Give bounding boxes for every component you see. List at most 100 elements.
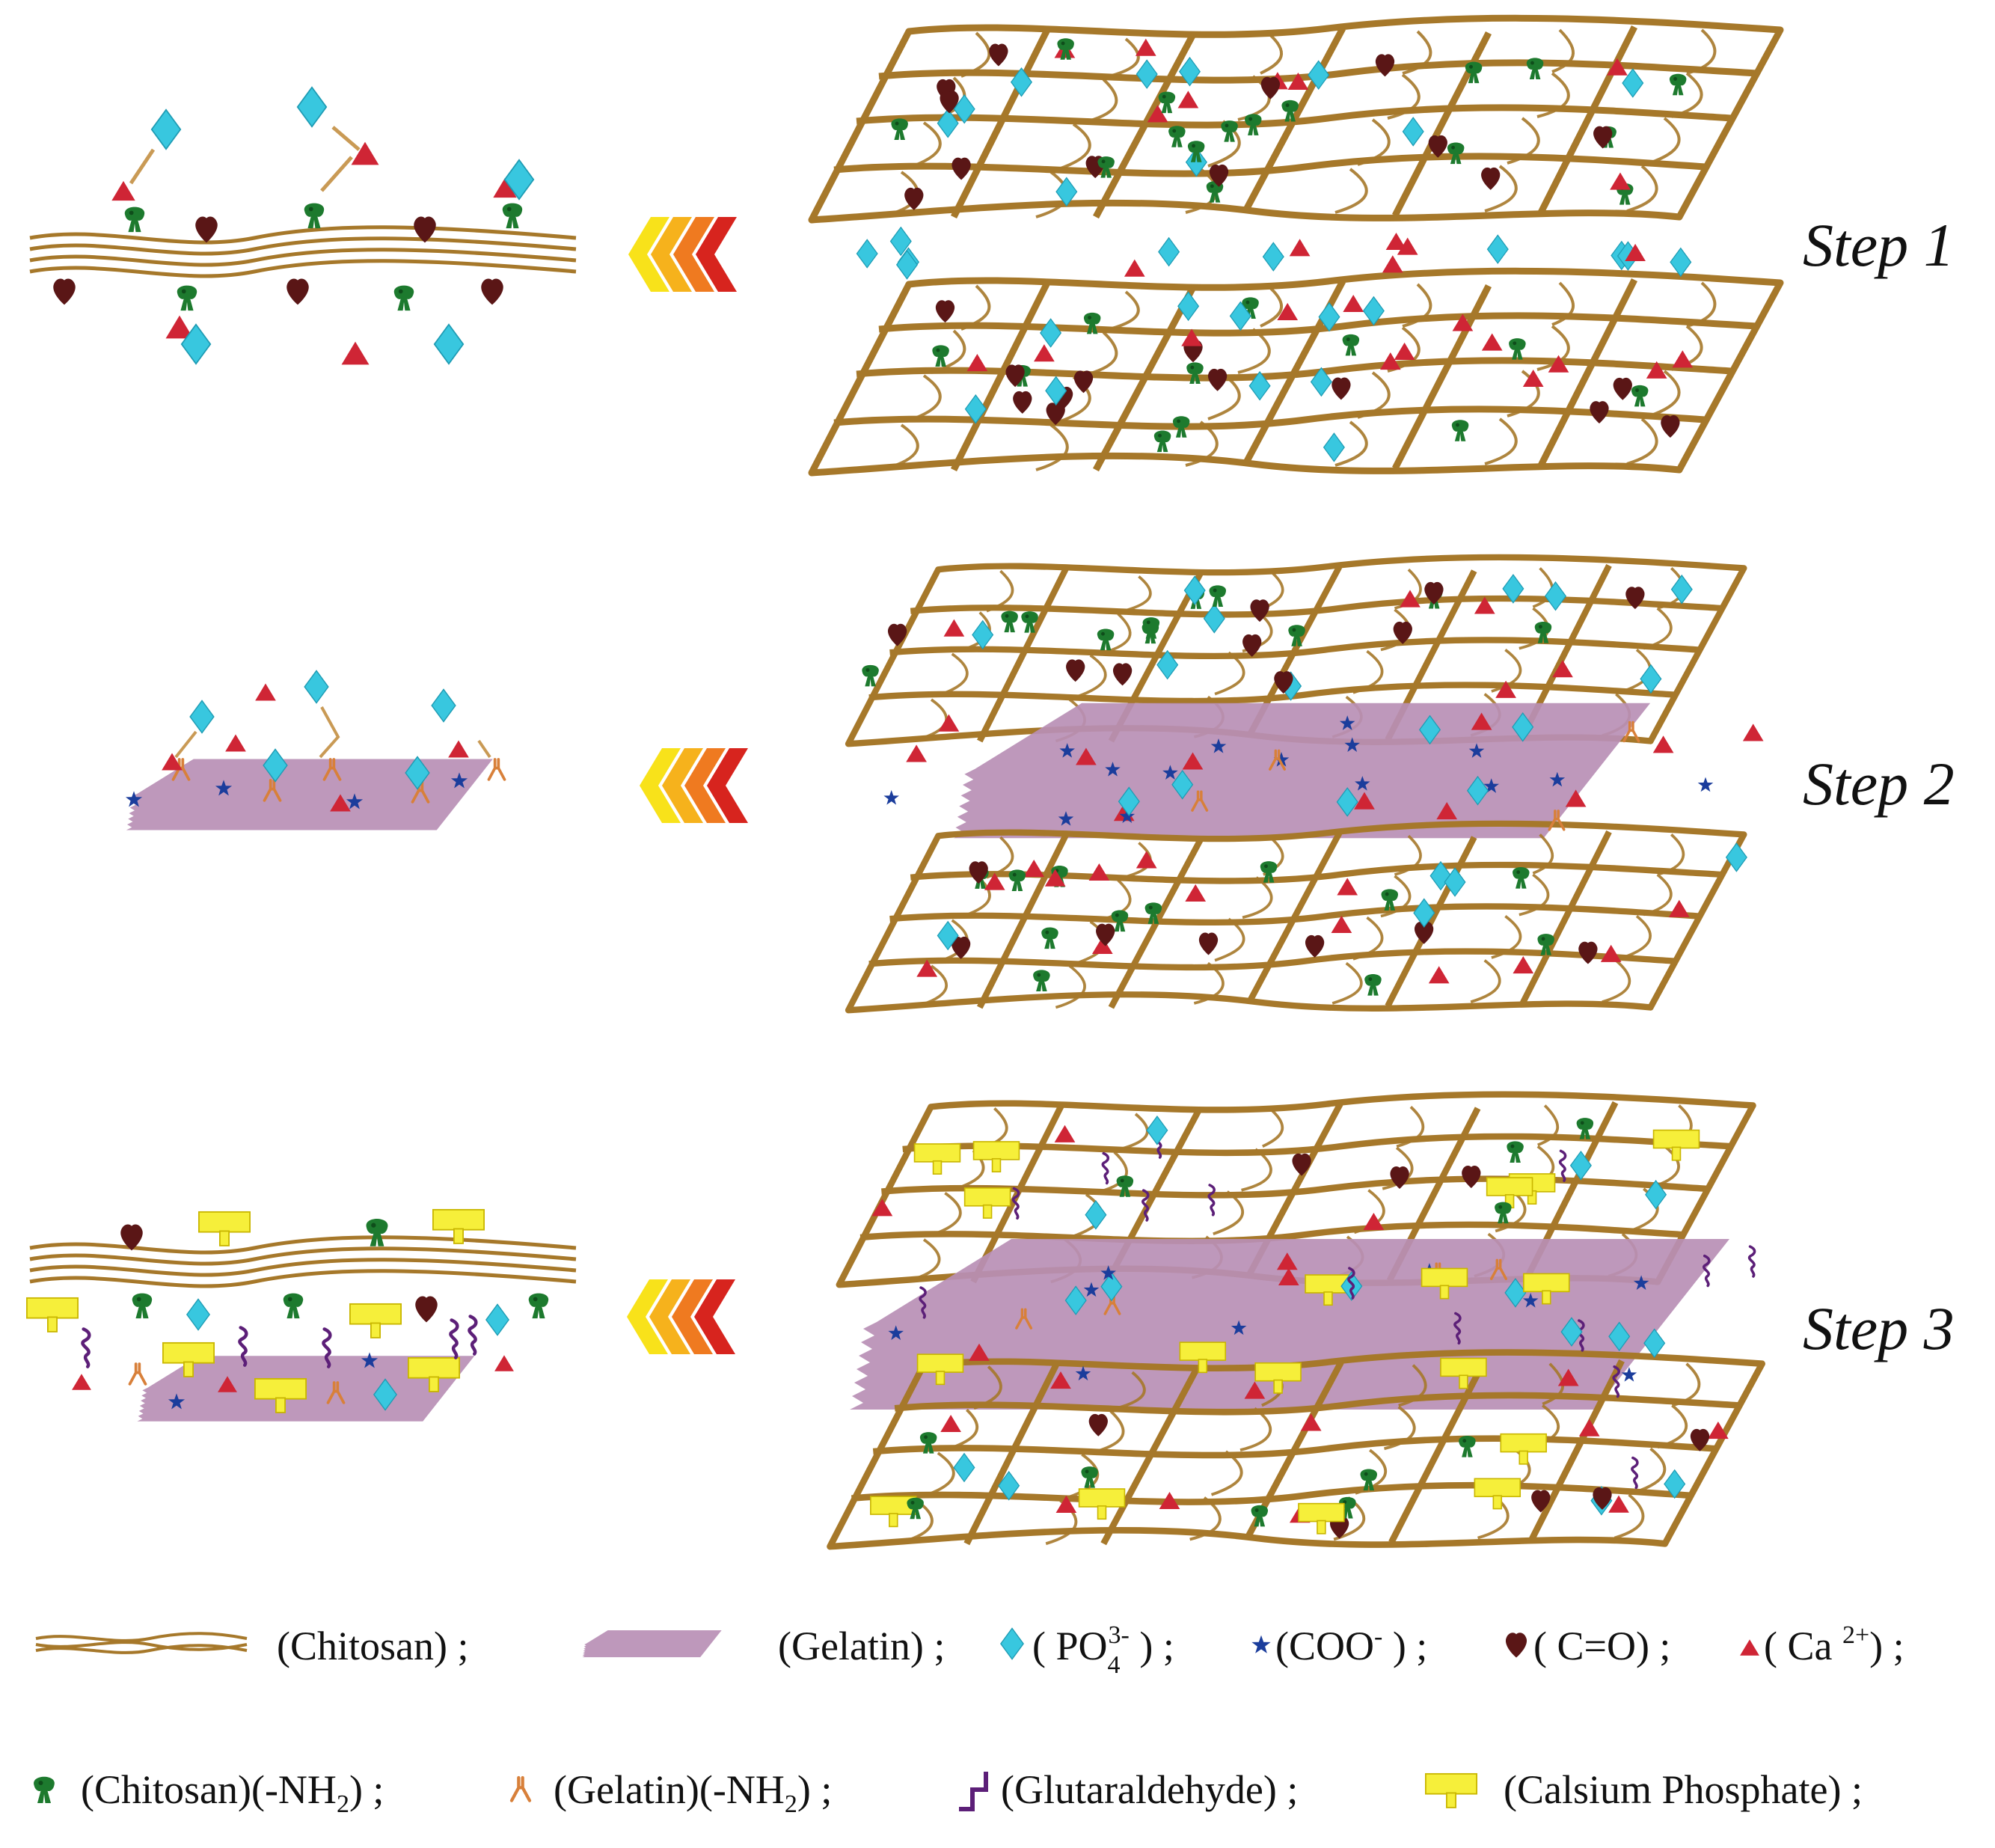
- drop-marker: [951, 157, 971, 180]
- crosslinked-complex-step3-left: [25, 1208, 577, 1422]
- triangle-marker: [1481, 333, 1503, 351]
- triangle-marker: [1034, 344, 1055, 362]
- reverse-arrow-2: [640, 748, 748, 823]
- glutaraldehyde-icon: [959, 1772, 988, 1811]
- triangle-marker: [1289, 239, 1311, 257]
- amine-marker: [1526, 58, 1544, 79]
- diamond-marker: [1670, 575, 1693, 605]
- triangle-marker: [1610, 172, 1631, 190]
- calcium-phosphate-icon: [1424, 1772, 1478, 1808]
- drop-marker: [969, 861, 988, 884]
- amine-marker: [1158, 91, 1176, 114]
- amine-marker: [1513, 867, 1530, 889]
- star-marker: [1697, 777, 1714, 792]
- triangle-marker: [1394, 342, 1415, 360]
- amine-marker: [1669, 73, 1687, 96]
- drop-marker: [1481, 167, 1501, 190]
- amine-marker: [1008, 869, 1026, 891]
- drop-marker: [1073, 370, 1094, 394]
- calcium-triangle-icon: [1740, 1639, 1759, 1656]
- diamond-marker: [1085, 1200, 1107, 1230]
- legend-carboxylate-label: (COO- ) ;: [1275, 1623, 1427, 1668]
- legend: (Chitosan) ; (Gelatin) ; ( PO43- ) ; (CO…: [34, 1621, 1904, 1818]
- chitosan-mesh-step2-bottom: [848, 824, 1744, 1010]
- drop-marker: [1088, 1413, 1108, 1437]
- triangle-marker: [1124, 259, 1145, 277]
- amine-marker: [1001, 611, 1018, 633]
- gelatin-sheet-step2-left: [125, 670, 506, 830]
- amine-marker: [1033, 970, 1050, 991]
- triangle-marker: [1742, 723, 1764, 741]
- amine-marker: [1447, 142, 1465, 165]
- amine-marker: [1451, 420, 1469, 441]
- drop-marker: [1207, 368, 1228, 391]
- amine-marker: [1209, 585, 1227, 607]
- legend-phosphate-label: ( PO43- ) ;: [1032, 1621, 1174, 1679]
- diamond-marker: [1486, 234, 1509, 264]
- glut-marker: [1101, 1151, 1110, 1185]
- drop-marker: [1331, 377, 1351, 400]
- diamond-marker: [1158, 237, 1180, 266]
- cap-marker: [972, 1141, 1020, 1172]
- triangle-marker: [1652, 735, 1674, 753]
- glut-marker: [1747, 1245, 1756, 1278]
- amine-marker: [1459, 1436, 1476, 1457]
- amine-marker: [1097, 628, 1115, 651]
- triangle-marker: [1135, 38, 1156, 56]
- diamond-marker: [1146, 1116, 1168, 1145]
- triangle-marker: [1363, 1212, 1385, 1231]
- diamond-marker: [1402, 117, 1424, 147]
- diamond-marker: [1203, 604, 1225, 634]
- legend-gelatin-label: (Gelatin) ;: [778, 1624, 945, 1668]
- triangle-marker: [1177, 91, 1199, 108]
- triangle-marker: [871, 1199, 893, 1217]
- gelatin-sheet-step2-right: [954, 703, 1651, 839]
- triangle-marker: [940, 1414, 961, 1433]
- drop-marker: [1260, 76, 1281, 100]
- diamond-marker: [896, 250, 918, 280]
- step-3-label: Step 3: [1803, 1294, 1955, 1362]
- chitosan-mesh-step1-bottom: [812, 271, 1780, 473]
- drop-marker: [1375, 54, 1395, 77]
- cap-marker: [1474, 1478, 1521, 1510]
- triangle-marker: [1185, 884, 1207, 902]
- triangle-marker: [1337, 878, 1358, 896]
- reverse-arrow-1: [628, 217, 737, 292]
- amine-marker: [1172, 416, 1190, 438]
- step-1-label: Step 1: [1803, 211, 1955, 279]
- gelatin-amine-icon: [512, 1778, 530, 1801]
- amine-marker: [1342, 334, 1360, 356]
- triangle-marker: [1088, 863, 1110, 881]
- amine-marker: [1041, 927, 1058, 949]
- amine-marker: [1245, 114, 1262, 135]
- drop-marker: [1661, 415, 1680, 438]
- diamond-marker: [937, 108, 959, 138]
- diamond-marker: [953, 1453, 975, 1482]
- glut-marker: [1207, 1184, 1216, 1217]
- chitosan-chain-step1: [29, 86, 577, 365]
- amine-marker: [1221, 120, 1238, 142]
- triangle-marker: [906, 744, 927, 762]
- legend-calcium-label: ( Ca 2+) ;: [1764, 1621, 1904, 1668]
- drop-marker: [1096, 923, 1115, 946]
- amine-marker: [1364, 974, 1382, 996]
- carbonyl-drop-icon: [1505, 1633, 1527, 1658]
- cap-marker: [963, 1187, 1011, 1219]
- drop-marker: [1613, 377, 1632, 400]
- triangle-marker: [1331, 915, 1352, 933]
- triangle-marker: [1382, 255, 1403, 273]
- chitosan-amine-icon: [34, 1776, 55, 1803]
- legend-chitosan-label: (Chitosan) ;: [277, 1624, 468, 1668]
- drop-marker: [1066, 659, 1085, 682]
- drop-marker: [1013, 391, 1032, 414]
- carboxylate-star-icon: [1251, 1635, 1271, 1653]
- triangle-marker: [1054, 1125, 1076, 1142]
- chitosan-fiber-icon: [35, 1632, 248, 1654]
- drop-marker: [1112, 663, 1133, 686]
- diamond-marker: [856, 239, 878, 269]
- amine-marker: [1081, 1466, 1098, 1488]
- chitosan-mesh-step1-top: [812, 18, 1780, 220]
- star-marker: [883, 789, 899, 805]
- amine-marker: [1495, 1202, 1512, 1224]
- diamond-marker: [1136, 59, 1158, 89]
